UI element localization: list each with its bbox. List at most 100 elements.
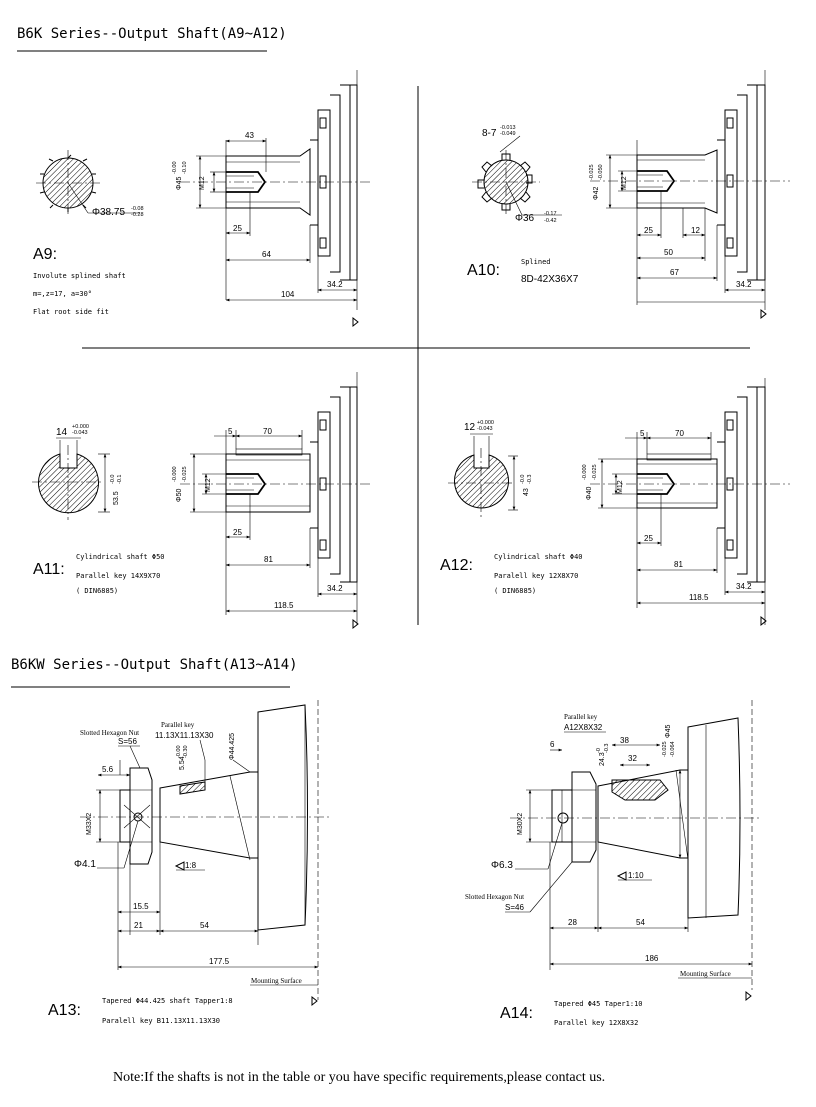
a11-desc-3: ( DIN6885) (76, 587, 118, 595)
a12-dim-5: 5 (640, 429, 645, 438)
a11-shaft-side-view (180, 372, 370, 630)
a14-key-depth-tol-upper: -0 (596, 748, 602, 753)
a13-key-size: 11.13X11.13X30 (155, 731, 214, 740)
a11-key-cross-section (32, 437, 110, 520)
a12-desc-1: Cylindrical shaft Φ40 (494, 553, 583, 561)
a13-dim-21: 21 (134, 921, 143, 930)
a9-spline-cross-section (36, 150, 140, 216)
a12-shaft-dia: Φ40 (586, 487, 593, 500)
a13-assembly-view (80, 700, 330, 1000)
a13-mounting-surface: Mounting Surface (251, 977, 302, 985)
a14-section: Parallel key A12X8X32 6 38 32 24.3 -0 -0… (465, 700, 760, 1027)
a12-key: 12 (464, 422, 476, 433)
a10-shaft-tol-lower: -0.050 (598, 164, 604, 180)
a11-depth-tol-lower: -0.1 (117, 475, 123, 484)
a10-desc-2: 8D-42X36X7 (521, 274, 579, 285)
a14-key-depth: 24.3 (599, 752, 606, 766)
a9-dia-tol-upper: -0.08 (131, 206, 144, 212)
a10-key: 8-7 (482, 128, 497, 139)
a10-key-tol-upper: -0.013 (500, 125, 516, 131)
a13-pin: Φ4.1 (74, 859, 96, 870)
a10-dia: Φ36 (515, 213, 535, 224)
a12-shaft-tol-lower: -0.025 (592, 464, 598, 480)
a10-dia-tol-upper: -0.17 (544, 211, 557, 217)
a11-shaft-tol-lower: -0.025 (182, 466, 188, 482)
a14-key-size: A12X8X32 (564, 723, 603, 732)
a14-dim-38: 38 (620, 736, 629, 745)
a14-nut-s: S=46 (505, 903, 524, 912)
a14-assembly-view (510, 700, 760, 990)
a14-dim-186: 186 (645, 954, 659, 963)
a11-section: 14 +0.000 -0.043 53.5 -0.0 -0.1 A11: Cyl… (32, 372, 370, 630)
a11-dim-5: 5 (228, 427, 233, 436)
a14-desc-1: Tapered Φ45 Taper1:10 (554, 1000, 643, 1008)
a14-key-depth-tol-lower: -0.3 (604, 744, 610, 753)
a12-desc-2: Paralell key 12X8X70 (494, 572, 578, 580)
a9-shaft-dia: Φ45 (176, 177, 183, 190)
a12-dim-70: 70 (675, 429, 684, 438)
a14-dim-54: 54 (636, 918, 645, 927)
a14-taper-tol-upper: -0.025 (662, 741, 668, 757)
a11-desc-1: Cylindrical shaft Φ50 (76, 553, 165, 561)
a12-key-cross-section (448, 433, 518, 518)
a11-dim-34-2: 34.2 (327, 584, 343, 593)
a11-dim-25: 25 (233, 528, 242, 537)
a13-desc-1: Tapered Φ44.425 shaft Tapper1:8 (102, 997, 233, 1005)
a9-dim-104: 104 (281, 290, 295, 299)
a14-taper: 1:10 (628, 871, 644, 880)
a11-key-tol-lower: -0.043 (72, 430, 88, 436)
a13-taper-dia: Φ44.425 (229, 733, 236, 760)
heading-b6k: B6K Series--Output Shaft(A9~A12) (17, 26, 287, 42)
a9-label: A9: (33, 246, 57, 263)
a9-desc-3: Flat root side fit (33, 308, 109, 316)
heading-b6kw: B6KW Series--Output Shaft(A13~A14) (11, 657, 298, 673)
a11-key: 14 (56, 427, 68, 438)
a12-depth-tol-lower: -0.3 (527, 475, 533, 484)
a13-dim-177-5: 177.5 (209, 957, 230, 966)
a10-shaft-side-view (590, 70, 790, 320)
a13-key-depth: 5.54 (179, 756, 186, 770)
a12-section: 12 +0.000 -0.043 43 -0.0 -0.3 A12: Cylin… (440, 378, 790, 627)
a11-key-tol-upper: +0.000 (72, 424, 89, 430)
a14-dim-6: 6 (550, 740, 555, 749)
a11-thread: M12 (205, 478, 212, 492)
a10-key-tol-lower: -0.049 (500, 131, 516, 137)
a13-key-depth-tol-upper: -0.00 (176, 745, 182, 758)
a12-depth-tol-upper: -0.0 (520, 475, 526, 484)
a9-shaft-tol-lower: -0.10 (182, 161, 188, 174)
a9-section: Φ38.75 -0.08 -0.28 A9: Involute splined … (33, 70, 370, 328)
a13-nut-label: Slotted Hexagon Nut (80, 729, 139, 737)
a14-dim-28: 28 (568, 918, 577, 927)
a12-dim-81: 81 (674, 560, 683, 569)
a11-shaft-tol-upper: -0.000 (172, 466, 178, 482)
a11-label: A11: (33, 561, 65, 578)
a12-dimensions: 5 70 Φ40 -0.000 -0.025 M12 25 81 34.2 11… (582, 429, 766, 608)
a13-taper: 1:8 (185, 861, 197, 870)
a13-nut-s: S=56 (118, 737, 137, 746)
footer-note: Note:If the shafts is not in the table o… (113, 1070, 605, 1085)
a11-desc-2: Parallel key 14X9X70 (76, 572, 160, 580)
a10-shaft-dia: Φ42 (593, 187, 600, 200)
a9-dia-tol-lower: -0.28 (131, 212, 144, 218)
a13-key-depth-tol-lower: -0.30 (183, 745, 189, 758)
a12-dim-25: 25 (644, 534, 653, 543)
a11-dim-118-5: 118.5 (274, 601, 294, 610)
a14-thread: M30X2 (517, 813, 524, 835)
a14-pin: Φ6.3 (491, 860, 513, 871)
a10-dim-50: 50 (664, 248, 673, 257)
a10-spline-cross-section (472, 135, 562, 216)
a10-thread: M12 (621, 176, 628, 190)
a12-depth: 43 (523, 488, 530, 496)
a10-dim-25: 25 (644, 226, 653, 235)
a9-dia: Φ38.75 (92, 207, 125, 218)
a14-taper-dia: Φ45 (665, 725, 672, 738)
a9-dim-43: 43 (245, 131, 254, 140)
a13-key-label: Parallel key (161, 721, 195, 729)
a10-dim-12: 12 (691, 226, 700, 235)
a10-dim-34-2: 34.2 (736, 280, 752, 289)
a9-dim-64: 64 (262, 250, 271, 259)
a10-shaft-tol-upper: -0.025 (589, 164, 595, 180)
a12-thread: M12 (617, 480, 624, 494)
a10-desc-1: Splined (521, 258, 551, 266)
